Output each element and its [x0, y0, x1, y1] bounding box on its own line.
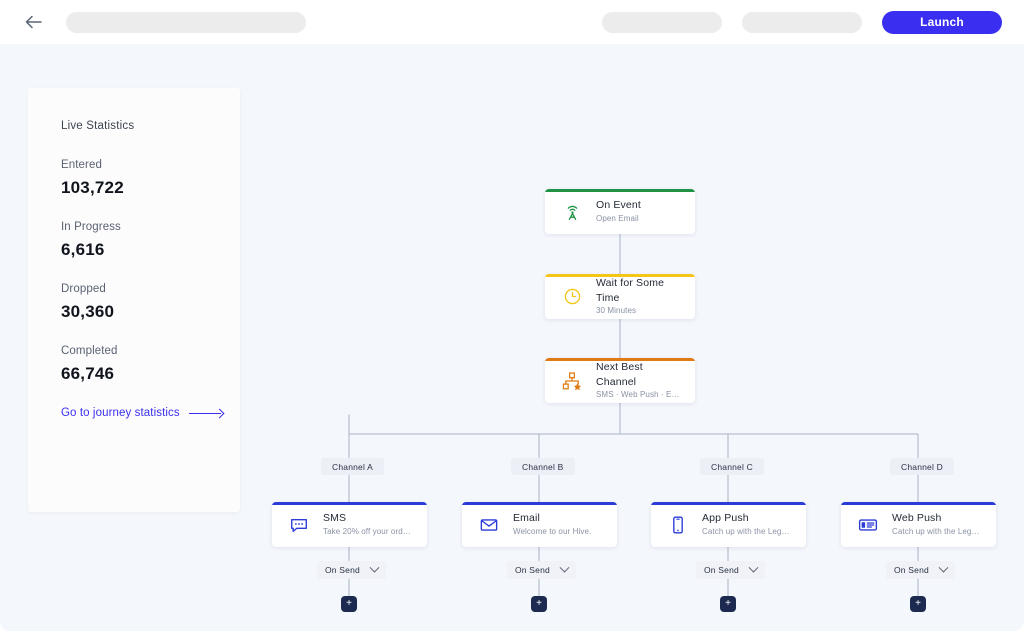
node-text: Wait for Some Time 30 Minutes	[596, 276, 681, 316]
chevron-down-icon[interactable]	[369, 562, 380, 573]
node-text: Web Push Catch up with the Legends!	[892, 511, 982, 537]
node-app-push[interactable]: App Push Catch up with the Legends!	[651, 502, 806, 547]
browser-window-icon	[855, 512, 881, 538]
node-accent-bar	[545, 358, 695, 361]
node-accent-bar	[841, 502, 996, 505]
live-statistics-panel: Live Statistics Entered 103,722 In Progr…	[28, 88, 240, 512]
stat-label: In Progress	[61, 221, 121, 233]
chevron-down-icon[interactable]	[559, 562, 570, 573]
node-on-event[interactable]: On Event Open Email	[545, 189, 695, 234]
node-title: On Event	[596, 199, 641, 212]
node-title: SMS	[323, 512, 347, 525]
arrow-right-icon	[188, 409, 223, 417]
broadcast-tower-icon	[559, 199, 585, 225]
live-statistics-title: Live Statistics	[61, 120, 135, 132]
node-web-push[interactable]: Web Push Catch up with the Legends!	[841, 502, 996, 547]
channel-pill-c[interactable]: Channel C	[700, 458, 764, 475]
node-accent-bar	[272, 502, 427, 505]
add-step-button-web-push[interactable]: +	[910, 596, 926, 612]
node-subtitle: Take 20% off your order with code ...	[323, 526, 413, 536]
node-subtitle: 30 Minutes	[596, 305, 637, 315]
stat-in-progress: In Progress 6,616	[61, 221, 240, 260]
clock-icon	[559, 284, 585, 310]
chevron-down-icon[interactable]	[748, 562, 759, 573]
journey-canvas: Live Statistics Entered 103,722 In Progr…	[0, 44, 1024, 631]
channel-pill-d[interactable]: Channel D	[890, 458, 954, 475]
node-sms[interactable]: SMS Take 20% off your order with code ..…	[272, 502, 427, 547]
journey-flow: On Event Open Email Wait for Some Time 3…	[0, 44, 1024, 631]
journey-name-placeholder[interactable]	[66, 11, 306, 33]
node-subtitle: Catch up with the Legends!	[892, 526, 982, 536]
node-subtitle: Open Email	[596, 213, 639, 223]
trigger-label: On Send	[894, 565, 929, 575]
toolbar-action-placeholder-2[interactable]	[742, 11, 862, 33]
stat-value: 103,722	[61, 178, 124, 197]
node-wait-for-some-time[interactable]: Wait for Some Time 30 Minutes	[545, 274, 695, 319]
node-text: App Push Catch up with the Legends!	[702, 511, 792, 537]
sms-bubble-icon	[286, 512, 312, 538]
stat-label: Entered	[61, 159, 102, 171]
trigger-label: On Send	[704, 565, 739, 575]
flow-connectors	[348, 234, 919, 596]
node-subtitle: SMS · Web Push · Email	[596, 389, 681, 399]
stat-completed: Completed 66,746	[61, 345, 240, 384]
launch-button[interactable]: Launch	[882, 10, 1002, 34]
node-accent-bar	[462, 502, 617, 505]
branch-star-icon	[559, 368, 585, 394]
node-title: App Push	[702, 512, 749, 525]
top-bar-actions: Launch	[602, 10, 1002, 34]
node-title: Email	[513, 512, 541, 525]
node-title: Web Push	[892, 512, 942, 525]
node-text: SMS Take 20% off your order with code ..…	[323, 511, 413, 537]
chevron-down-icon[interactable]	[938, 562, 949, 573]
node-title: Wait for Some Time	[596, 277, 665, 304]
node-accent-bar	[545, 274, 695, 277]
stat-entered: Entered 103,722	[61, 159, 240, 198]
envelope-icon	[476, 512, 502, 538]
node-text: Next Best Channel SMS · Web Push · Email	[596, 360, 681, 400]
stat-dropped: Dropped 30,360	[61, 283, 240, 322]
node-next-best-channel[interactable]: Next Best Channel SMS · Web Push · Email	[545, 358, 695, 403]
channel-pill-b[interactable]: Channel B	[511, 458, 575, 475]
stat-value: 6,616	[61, 240, 105, 259]
node-email[interactable]: Email Welcome to our Hive.	[462, 502, 617, 547]
stat-label: Dropped	[61, 283, 106, 295]
add-step-button-sms[interactable]: +	[341, 596, 357, 612]
stat-value: 66,746	[61, 364, 115, 383]
node-accent-bar	[651, 502, 806, 505]
top-bar: Launch	[0, 0, 1024, 44]
node-text: On Event Open Email	[596, 198, 641, 224]
link-label: Go to journey statistics	[61, 407, 180, 419]
arrow-left-icon[interactable]	[22, 11, 44, 33]
node-subtitle: Catch up with the Legends!	[702, 526, 792, 536]
add-step-button-email[interactable]: +	[531, 596, 547, 612]
node-accent-bar	[545, 189, 695, 192]
node-title: Next Best Channel	[596, 361, 643, 388]
trigger-pill-web-push[interactable]: On Send	[886, 561, 955, 579]
channel-pill-a[interactable]: Channel A	[321, 458, 385, 475]
toolbar-action-placeholder-1[interactable]	[602, 11, 722, 33]
trigger-label: On Send	[515, 565, 550, 575]
stat-value: 30,360	[61, 302, 115, 321]
stat-label: Completed	[61, 345, 118, 357]
go-to-journey-statistics-link[interactable]: Go to journey statistics	[61, 407, 240, 419]
trigger-pill-app-push[interactable]: On Send	[696, 561, 765, 579]
trigger-pill-sms[interactable]: On Send	[317, 561, 386, 579]
trigger-pill-email[interactable]: On Send	[507, 561, 576, 579]
mobile-phone-icon	[665, 512, 691, 538]
add-step-button-app-push[interactable]: +	[720, 596, 736, 612]
trigger-label: On Send	[325, 565, 360, 575]
node-subtitle: Welcome to our Hive.	[513, 526, 592, 536]
node-text: Email Welcome to our Hive.	[513, 511, 591, 537]
